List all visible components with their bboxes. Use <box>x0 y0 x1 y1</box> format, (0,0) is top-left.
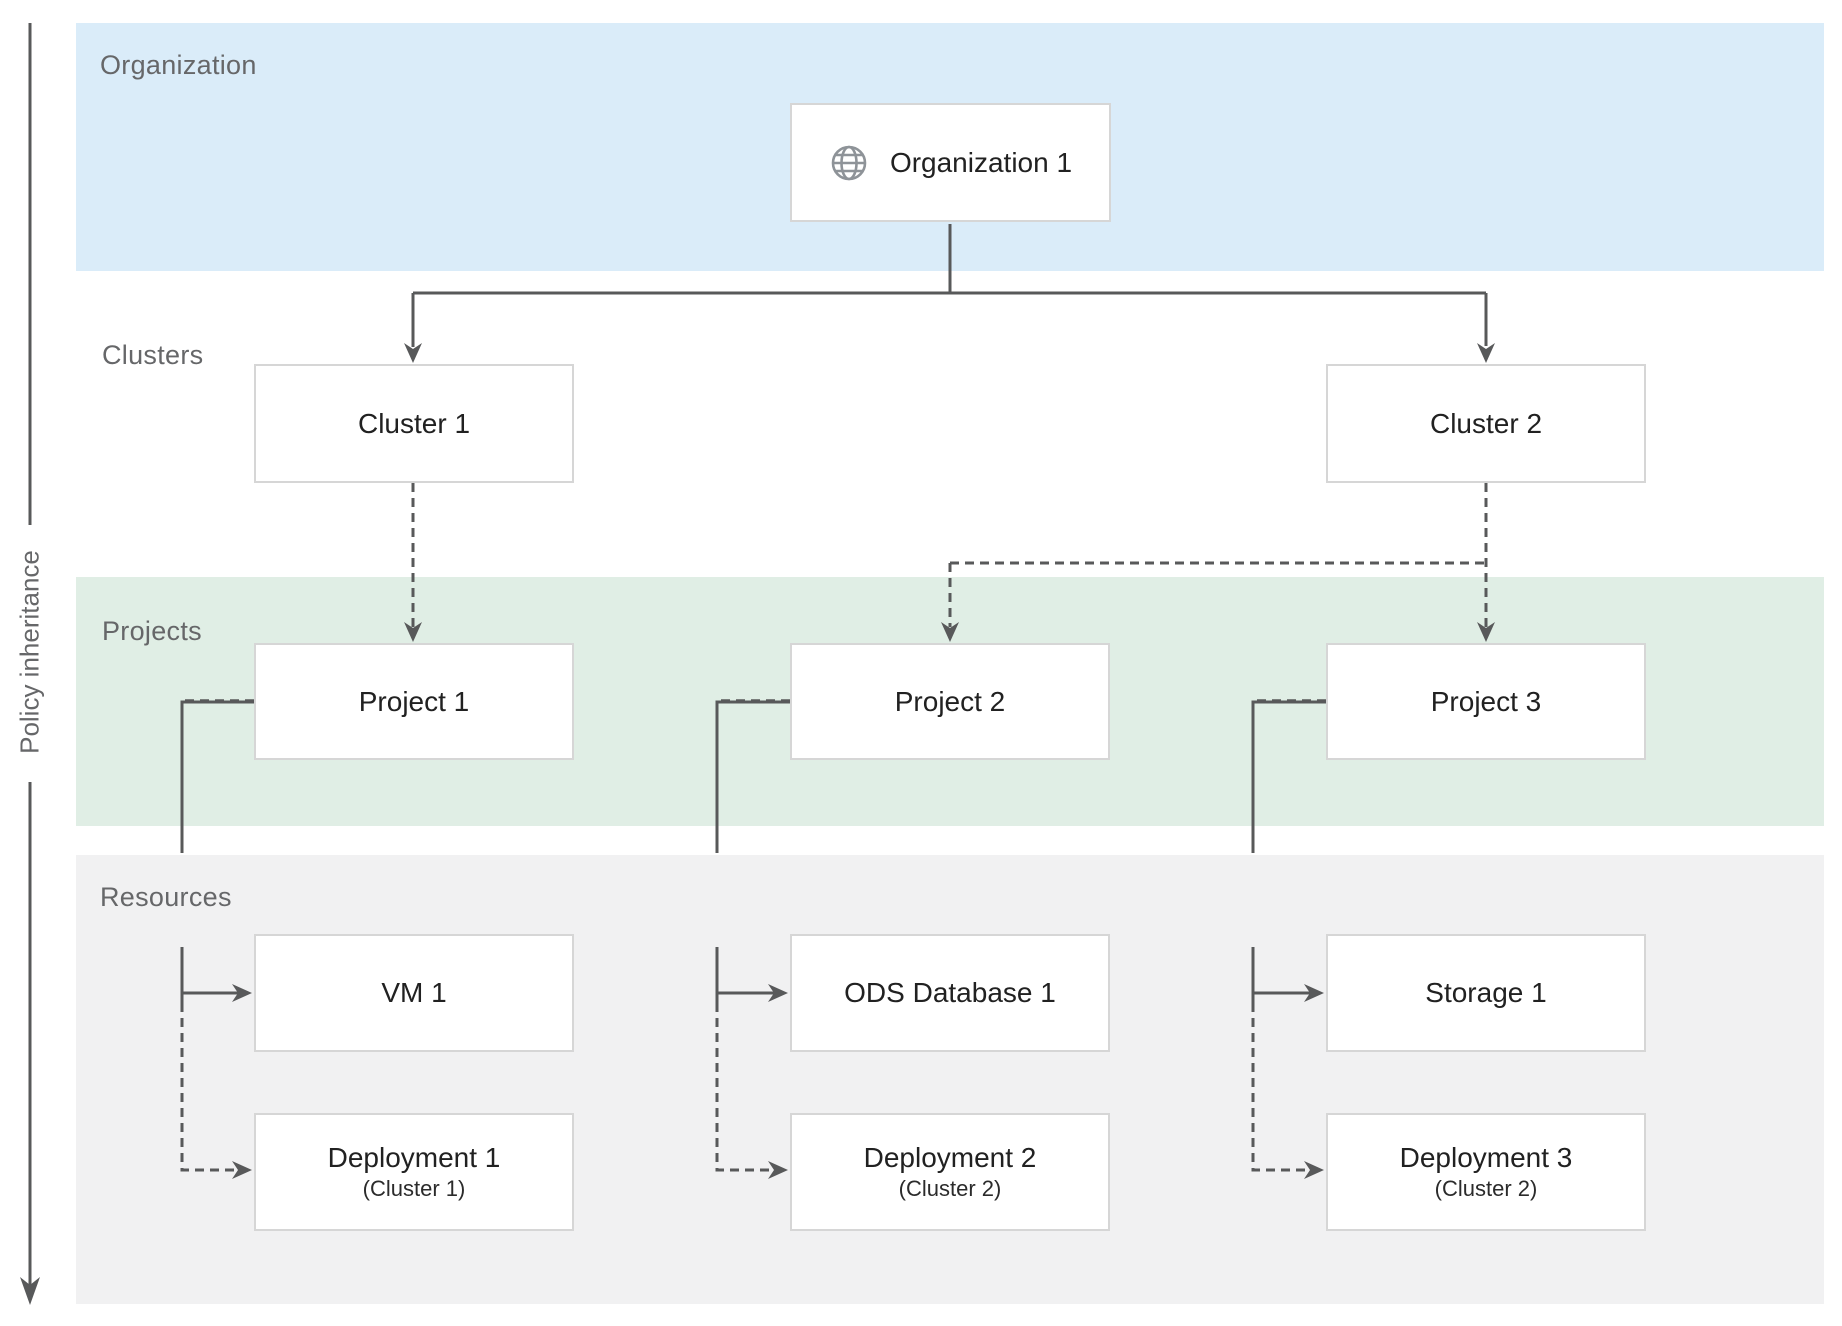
node-label: VM 1 <box>381 977 447 1008</box>
globe-icon <box>831 145 867 180</box>
node-storage-1: Storage 1 <box>1326 934 1646 1052</box>
node-sublabel: (Cluster 1) <box>362 1176 466 1202</box>
node-cluster-2: Cluster 2 <box>1326 364 1646 483</box>
node-label: Deployment 3 <box>1399 1142 1573 1174</box>
organization-section-label: Organization <box>100 50 257 80</box>
node-deployment-3: Deployment 3 (Cluster 2) <box>1326 1113 1646 1231</box>
node-cluster-1: Cluster 1 <box>254 364 574 483</box>
arrowhead-ods1 <box>768 984 788 1002</box>
dashed-edges <box>180 483 1488 1172</box>
arrowhead-project2 <box>941 622 959 642</box>
node-sublabel: (Cluster 2) <box>898 1176 1002 1202</box>
node-deployment-1: Deployment 1 (Cluster 1) <box>254 1113 574 1231</box>
arrowhead-project1 <box>404 622 422 642</box>
arrowhead-vm1 <box>232 984 252 1002</box>
resources-section-label: Resources <box>100 882 232 912</box>
node-project-1: Project 1 <box>254 643 574 760</box>
arrowhead-deployment3 <box>1304 1161 1324 1179</box>
node-deployment-2: Deployment 2 (Cluster 2) <box>790 1113 1110 1231</box>
edge-project2-elbow <box>715 700 790 853</box>
node-project-3: Project 3 <box>1326 643 1646 760</box>
arrowhead-cluster1 <box>404 343 422 363</box>
node-label: Deployment 1 <box>327 1142 501 1174</box>
node-sublabel: (Cluster 2) <box>1434 1176 1538 1202</box>
projects-section-label: Projects <box>102 616 202 646</box>
node-label: Storage 1 <box>1425 977 1547 1008</box>
edge-project1-to-deployment1 <box>180 1003 238 1172</box>
arrowhead-deployment1 <box>232 1161 252 1179</box>
node-label: Project 3 <box>1430 685 1542 717</box>
node-label: Cluster 1 <box>357 407 471 439</box>
arrowhead-project3 <box>1477 622 1495 642</box>
edge-project3-to-deployment3 <box>1251 1003 1310 1172</box>
node-label: Deployment 2 <box>863 1142 1037 1174</box>
edge-project2-to-deployment2 <box>715 1003 774 1172</box>
node-label: Project 2 <box>894 685 1006 717</box>
arrowhead-policy-axis <box>20 1277 40 1305</box>
node-label: Organization 1 <box>889 146 1073 178</box>
edge-project3-elbow <box>1251 700 1326 853</box>
node-label: ODS Database 1 <box>844 977 1056 1008</box>
solid-edges <box>28 23 1488 1289</box>
arrowhead-storage1 <box>1304 984 1324 1002</box>
arrowheads <box>20 343 1495 1305</box>
arrowhead-deployment2 <box>768 1161 788 1179</box>
node-ods-database-1: ODS Database 1 <box>790 934 1110 1052</box>
node-label: Project 1 <box>358 685 470 717</box>
arrowhead-cluster2 <box>1477 343 1495 363</box>
clusters-section-label: Clusters <box>102 340 204 370</box>
node-vm-1: VM 1 <box>254 934 574 1052</box>
node-organization-1: Organization 1 <box>790 103 1111 222</box>
edge-project1-elbow <box>180 700 254 853</box>
node-label: Cluster 2 <box>1429 407 1543 439</box>
node-project-2: Project 2 <box>790 643 1110 760</box>
